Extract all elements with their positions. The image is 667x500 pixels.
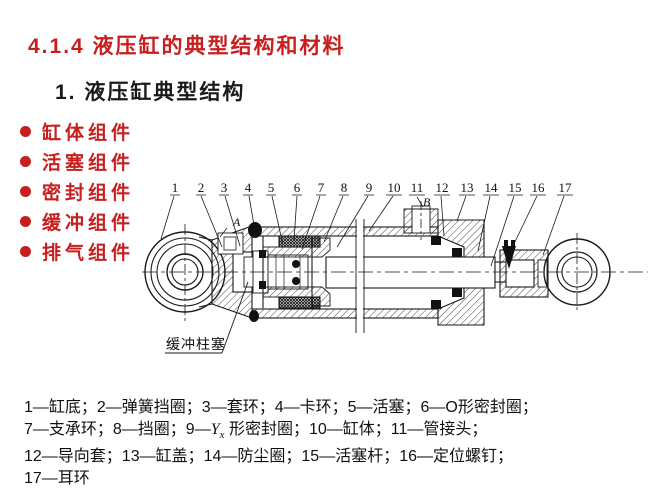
callout-2: 2 [198, 180, 205, 195]
callout-16: 16 [532, 180, 546, 195]
callout-3: 3 [221, 180, 228, 195]
caption-y-subscript: x [219, 429, 225, 442]
list-item: 缓冲组件 [20, 206, 134, 236]
bullet-label: 排气组件 [42, 242, 135, 264]
hydraulic-cylinder-diagram: 1 2 3 4 5 6 7 8 9 10 11 12 13 14 15 16 1… [142, 180, 648, 354]
callout-12: 12 [436, 180, 449, 195]
callout-11: 11 [411, 180, 424, 195]
bullet-list: 缸体组件 活塞组件 密封组件 缓冲组件 排气组件 [20, 116, 134, 266]
callout-10: 10 [388, 180, 401, 195]
callout-8: 8 [341, 180, 348, 195]
rod-end-collar [499, 240, 549, 298]
page-title: 4.1.4 液压缸的典型结构和材料 [28, 35, 346, 58]
bullet-icon [20, 155, 31, 167]
caption-line-2: 7—支承环；8—挡圈；9—Yx 形密封圈；10—缸体；11—管接头； [24, 419, 644, 446]
cushion-plunger-label: 缓冲柱塞 [166, 336, 226, 352]
list-item: 活塞组件 [20, 146, 134, 176]
center-lines [142, 201, 648, 322]
callout-5: 5 [268, 180, 275, 195]
bullet-icon [20, 185, 31, 197]
bullet-label: 活塞组件 [42, 152, 135, 174]
callout-17: 17 [559, 180, 573, 195]
view-letter-a: A [232, 215, 241, 229]
cylinder-head-gland [431, 219, 485, 326]
callout-7: 7 [318, 180, 325, 195]
bullet-label: 缸体组件 [42, 122, 135, 144]
view-letter-b: B [423, 195, 431, 209]
caption-y-symbol: Y [210, 421, 220, 438]
callout-4: 4 [245, 180, 252, 195]
callout-15: 15 [509, 180, 522, 195]
callout-14: 14 [485, 180, 499, 195]
callout-13: 13 [461, 180, 474, 195]
caption-line-2-suffix: 形密封圈；10—缸体；11—管接头； [224, 421, 488, 438]
callout-leader-lines [160, 195, 565, 267]
list-item: 密封组件 [20, 176, 134, 206]
cushion-label-lines [165, 281, 249, 354]
break-lines [355, 219, 365, 333]
caption-line-4: 17—耳环 [24, 470, 90, 488]
section-subtitle: 1. 液压缸典型结构 [55, 81, 246, 104]
caption-line-1: 1—缸底；2—弹簧挡圈；3—套环；4—卡环；5—活塞；6—O形密封圈； [24, 399, 538, 416]
bullet-label: 密封组件 [42, 182, 135, 204]
piston-rod [325, 256, 509, 289]
figure-caption: 1—缸底；2—弹簧挡圈；3—套环；4—卡环；5—活塞；6—O形密封圈； 7—支承… [24, 397, 644, 490]
bullet-icon [20, 215, 31, 227]
bullet-icon [20, 125, 31, 137]
callout-9: 9 [366, 180, 373, 195]
snap-ring-bottom [249, 310, 259, 322]
caption-line-3: 12—导向套；13—缸盖；14—防尘圈；15—活塞杆；16—定位螺钉； [24, 448, 513, 466]
callout-numbers: 1 2 3 4 5 6 7 8 9 10 11 12 13 14 15 16 1… [172, 180, 572, 195]
callout-1: 1 [172, 180, 179, 195]
list-item: 缸体组件 [20, 116, 134, 146]
callout-6: 6 [294, 180, 301, 195]
bullet-icon [20, 245, 31, 257]
bullet-label: 缓冲组件 [42, 212, 135, 234]
list-item: 排气组件 [20, 236, 134, 266]
caption-line-2-prefix: 7—支承环；8—挡圈；9— [24, 421, 211, 438]
